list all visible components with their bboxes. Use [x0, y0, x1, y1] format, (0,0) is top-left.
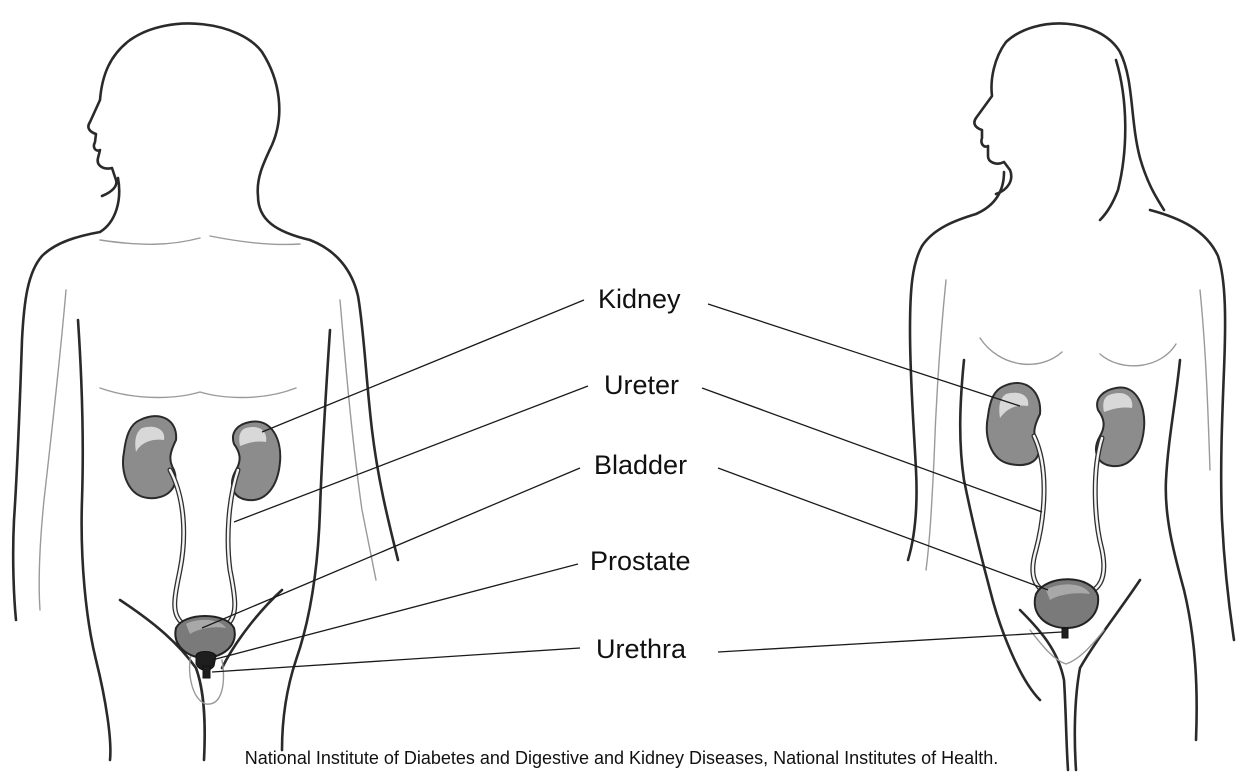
male-kidney-right — [232, 422, 280, 501]
male-torso-right — [282, 330, 330, 750]
female-hair-back — [1100, 60, 1125, 220]
female-torso-right — [1166, 360, 1197, 740]
female-arm-inner — [926, 280, 1210, 570]
female-shoulder-right — [1150, 210, 1234, 640]
label-kidney: Kidney — [598, 286, 681, 313]
male-neck-shoulder-left — [13, 178, 119, 620]
male-shoulder-right — [310, 240, 398, 560]
female-kidney-left — [987, 383, 1040, 465]
male-chest — [100, 388, 296, 398]
female-urethra-opening — [1062, 628, 1068, 638]
label-prostate: Prostate — [590, 548, 691, 575]
male-kidney-left — [123, 416, 176, 498]
label-urethra: Urethra — [596, 636, 686, 663]
female-kidney-right — [1096, 388, 1144, 467]
label-ureter: Ureter — [604, 372, 679, 399]
leader-urethra-male — [212, 648, 580, 672]
male-torso-left — [78, 320, 110, 760]
leader-ureter-male — [234, 386, 588, 522]
leader-prostate-male — [212, 564, 578, 660]
leader-kidney-female — [708, 304, 1020, 406]
female-bust — [980, 338, 1176, 366]
label-bladder: Bladder — [594, 452, 687, 479]
female-neck-shoulder-left — [908, 172, 1004, 560]
female-figure — [908, 23, 1234, 770]
source-credit: National Institute of Diabetes and Diges… — [0, 748, 1243, 769]
male-arm-left-inner — [39, 290, 66, 610]
male-head-outline — [88, 23, 310, 240]
male-collarbone — [100, 236, 300, 245]
leader-kidney-male — [262, 300, 584, 432]
male-arm-right-inner — [340, 300, 376, 580]
leader-bladder-female — [718, 468, 1048, 590]
